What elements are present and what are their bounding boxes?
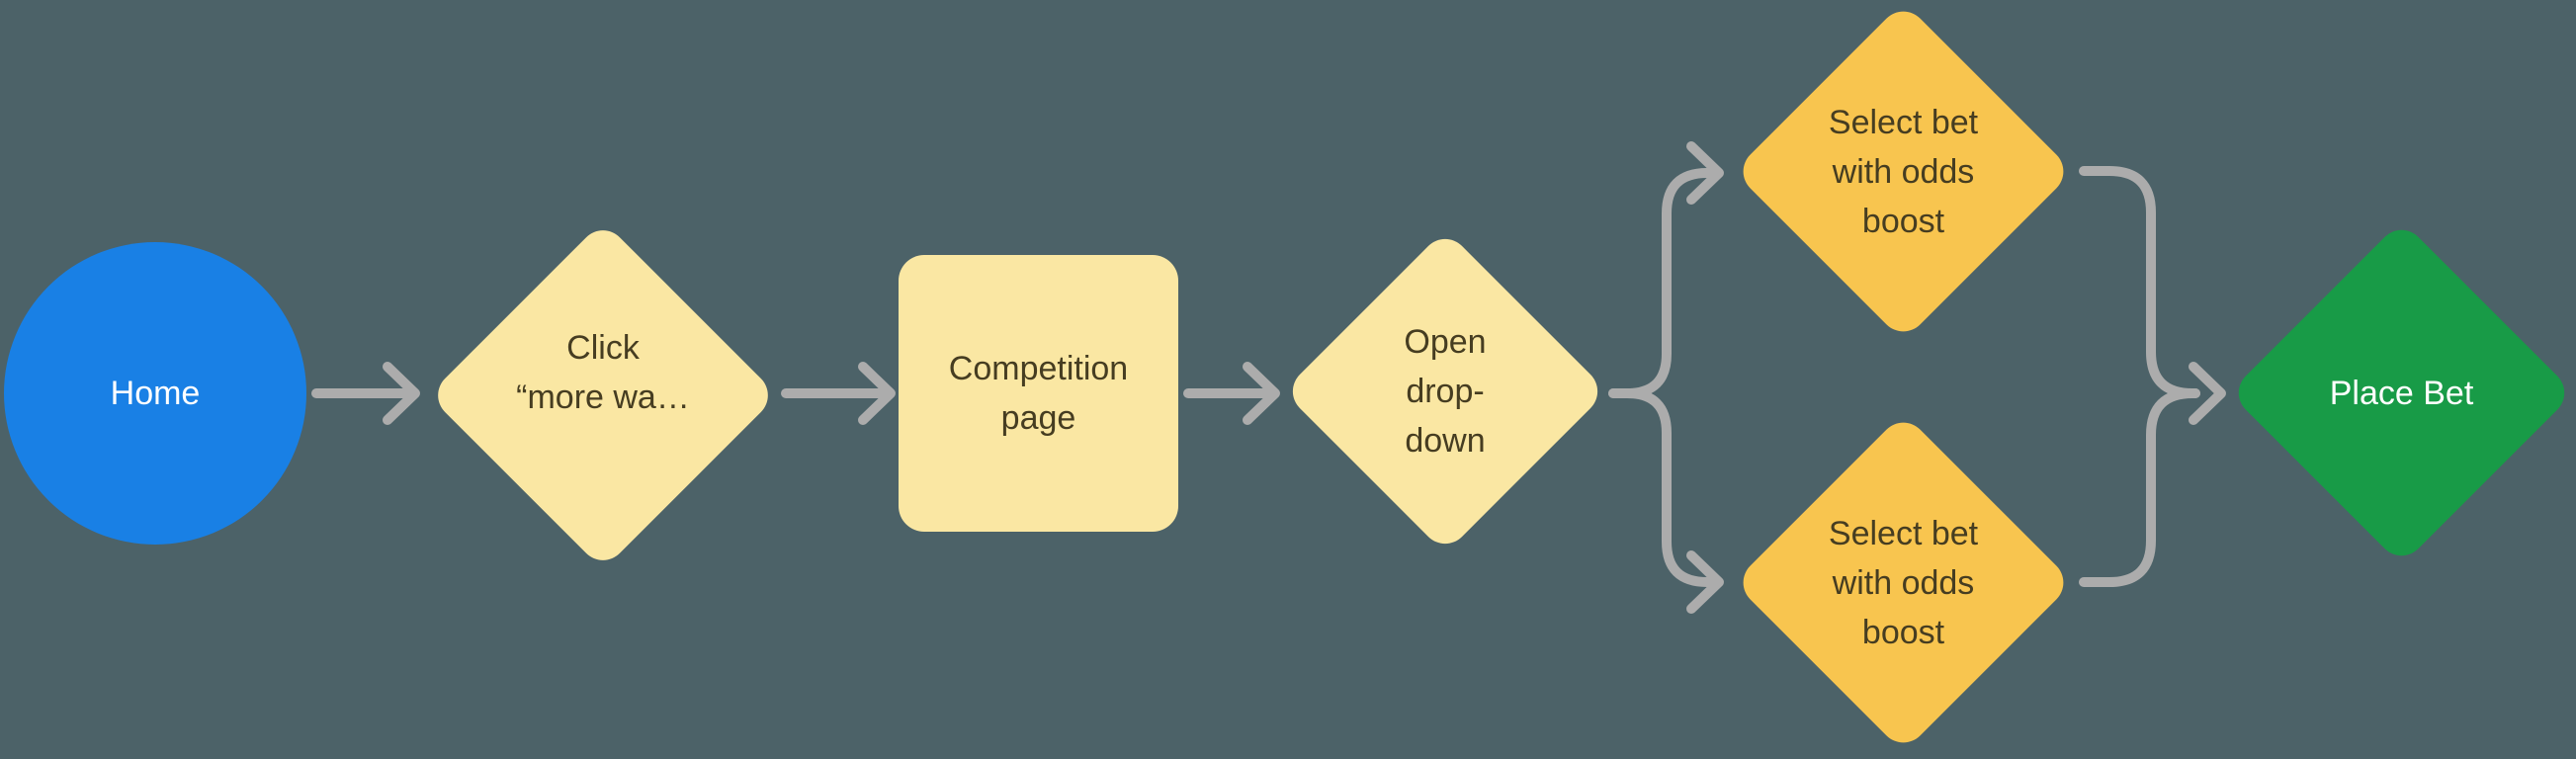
circle-shape — [4, 242, 306, 545]
node-label: Place Bet — [2330, 369, 2474, 418]
connector-competition-to-dropdown — [1183, 362, 1280, 425]
node-label-line: “more wa… — [516, 379, 690, 416]
node-select-bet-top: Select bet with odds boost — [1733, 1, 2074, 342]
node-competition-page: Competition page — [899, 255, 1178, 532]
connector-arrowhead — [1686, 550, 1724, 614]
node-label-line: boost — [1861, 613, 1945, 651]
node-home: Home — [4, 242, 306, 545]
connector-dropdown-to-select-bottom — [1608, 388, 1724, 614]
node-place-bet: Place Bet — [2228, 219, 2575, 566]
node-label-line: page — [1000, 399, 1076, 437]
connector-arrowhead — [2189, 362, 2226, 425]
node-label: Home — [111, 369, 201, 418]
node-label: Select bet with odds boost — [1829, 98, 1978, 246]
connector-arrowhead — [383, 362, 420, 425]
node-label-line: Open — [1404, 323, 1487, 361]
node-label-line: Competition — [948, 350, 1129, 387]
node-select-bet-bottom: Select bet with odds boost — [1733, 412, 2074, 753]
connector-line — [1608, 168, 1714, 398]
node-label-line: Click — [566, 329, 640, 367]
connector-home-to-click — [311, 362, 420, 425]
connector-line — [2079, 166, 2200, 398]
connector-select-top-to-place-bet — [2079, 166, 2200, 398]
connector-dropdown-to-select-top — [1608, 141, 1724, 398]
connector-arrowhead — [1243, 362, 1280, 425]
connector-line — [2079, 388, 2200, 587]
connector-line — [1608, 388, 1714, 587]
node-label-line: Select bet — [1828, 514, 1979, 552]
node-label: Click “more wa… — [516, 323, 690, 422]
node-label: Competition page — [949, 344, 1128, 443]
node-label-line: Place Bet — [2329, 374, 2474, 412]
node-label-line: Home — [110, 375, 201, 412]
connector-click-to-competition — [781, 362, 896, 425]
node-label-line: down — [1405, 422, 1486, 460]
node-click-more-ways: Click “more wa… — [428, 220, 778, 570]
connector-select-bottom-to-place-bet — [2079, 362, 2226, 587]
node-label-line: boost — [1861, 202, 1945, 240]
node-label-line: with odds — [1832, 152, 1975, 191]
connector-arrowhead — [1686, 141, 1724, 205]
rectangle-shape — [899, 255, 1178, 532]
node-open-dropdown: Open drop- down — [1282, 228, 1608, 554]
node-label-line: with odds — [1832, 563, 1975, 602]
node-label-line: drop- — [1406, 373, 1485, 410]
node-label-line: Select bet — [1828, 103, 1979, 141]
node-label: Select bet with odds boost — [1829, 509, 1978, 657]
node-label: Open drop- down — [1404, 317, 1486, 465]
connector-arrowhead — [858, 362, 896, 425]
